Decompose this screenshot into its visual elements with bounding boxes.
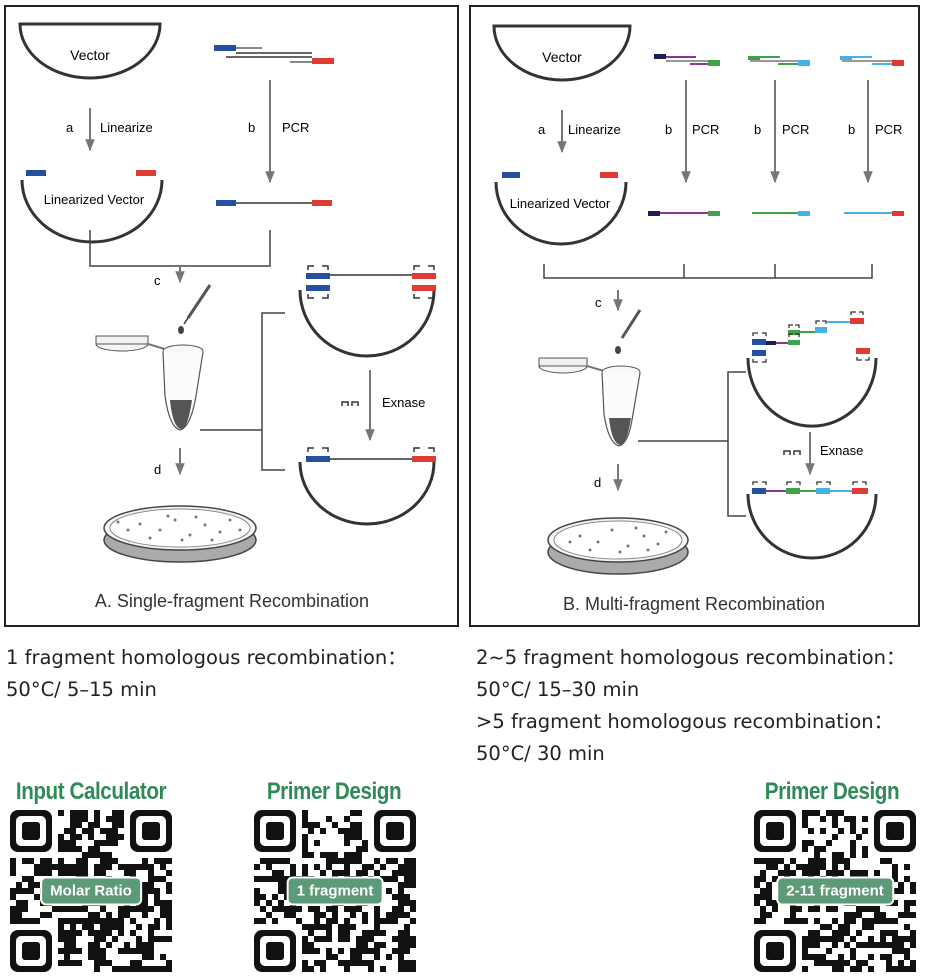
step-d-label: d [154,462,161,477]
diagram-svg: Vector a Linearize b PCR Linearized Vect… [4,5,920,627]
vector-b-label: Vector [542,49,582,65]
pcr-product-a [216,200,332,206]
vector-b [492,24,632,82]
step-a-label-b: a [538,122,546,137]
note-right-1: 2~5 fragment homologous recombination： [476,646,906,669]
side-bracket-a-vertical [261,312,285,471]
note-right-4: 50°C/ 30 min [476,742,605,765]
pcr-b3-label: PCR [875,122,902,137]
pcr-template-b1 [654,54,720,66]
linearize-label-b: Linearize [568,122,621,137]
qr-code-icon [10,810,172,972]
pcr-template-b2 [748,56,810,66]
panel-b-title: B. Multi-fragment Recombination [563,594,825,614]
step-d-label-b: d [594,475,601,490]
pcr-b1-step: b [665,122,672,137]
pcr-template-a [214,45,334,64]
pcr-product-b3 [844,211,904,216]
pcr-product-b2 [752,211,810,216]
vector-a [18,22,162,80]
tube-icon-b [538,357,641,447]
qr-code-primer-1-fragment[interactable]: 1 fragment [254,810,416,972]
pcr-template-b3 [840,56,904,66]
merge-bracket-b [543,264,873,279]
qr-code-molar-ratio[interactable]: Molar Ratio [10,810,172,972]
step-c-label-b: c [595,295,602,310]
exnase-label-b: Exnase [820,443,863,458]
exnase-label-a: Exnase [382,395,425,410]
panel-a: Vector a Linearize b PCR Linearized Vect… [4,5,459,627]
qr-badge-molar-ratio: Molar Ratio [40,876,142,906]
step-a-label: a [66,120,74,135]
panel-b: Vector a Linearize b PCR [469,5,920,627]
panel-a-title: A. Single-fragment Recombination [95,591,369,611]
linearize-label: Linearize [100,120,153,135]
note-right-3: >5 fragment homologous recombination： [476,710,894,733]
final-vector-b [746,481,878,560]
petri-dish-b [547,517,689,575]
exnase-icon-b [783,450,801,455]
annealed-vector-b [746,311,878,428]
pipette-icon [178,284,212,334]
side-bracket-b-vertical [727,371,746,517]
tube-icon [95,335,204,431]
panel-b-frame [469,5,920,627]
pcr-b1-label: PCR [692,122,719,137]
note-left-1: 1 fragment homologous recombination： [6,646,407,669]
pcr-product-b1 [648,211,720,216]
step-b-label: b [248,120,255,135]
final-vector-a [298,447,436,526]
linearized-vector-a [20,179,164,244]
note-left-2: 50°C/ 5–15 min [6,678,157,701]
pcr-b2-step: b [754,122,761,137]
pcr-b2-label: PCR [782,122,809,137]
qr-title-input-calculator: Input Calculator [15,778,167,805]
note-right-2: 50°C/ 15–30 min [476,678,640,701]
step-c-label: c [154,273,161,288]
qr-badge-1-fragment: 1 fragment [286,876,384,906]
vector-a-label: Vector [70,47,110,63]
qr-badge-2-11-fragment: 2-11 fragment [776,876,894,906]
qr-title-primer-design-1: Primer Design [266,778,402,805]
linearized-vector-a-label: Linearized Vector [44,192,145,207]
qr-title-primer-design-2: Primer Design [764,778,900,805]
annealed-vector-a [298,265,436,358]
pipette-icon-b [615,309,642,354]
pcr-b3-step: b [848,122,855,137]
exnase-icon-a [341,401,359,406]
petri-dish-a [103,505,257,563]
linearized-vector-b-label: Linearized Vector [510,196,611,211]
qr-code-icon [254,810,416,972]
pcr-label: PCR [282,120,309,135]
linearized-vector-b [494,181,628,246]
qr-code-primer-multi-fragment[interactable]: 2-11 fragment [754,810,916,972]
